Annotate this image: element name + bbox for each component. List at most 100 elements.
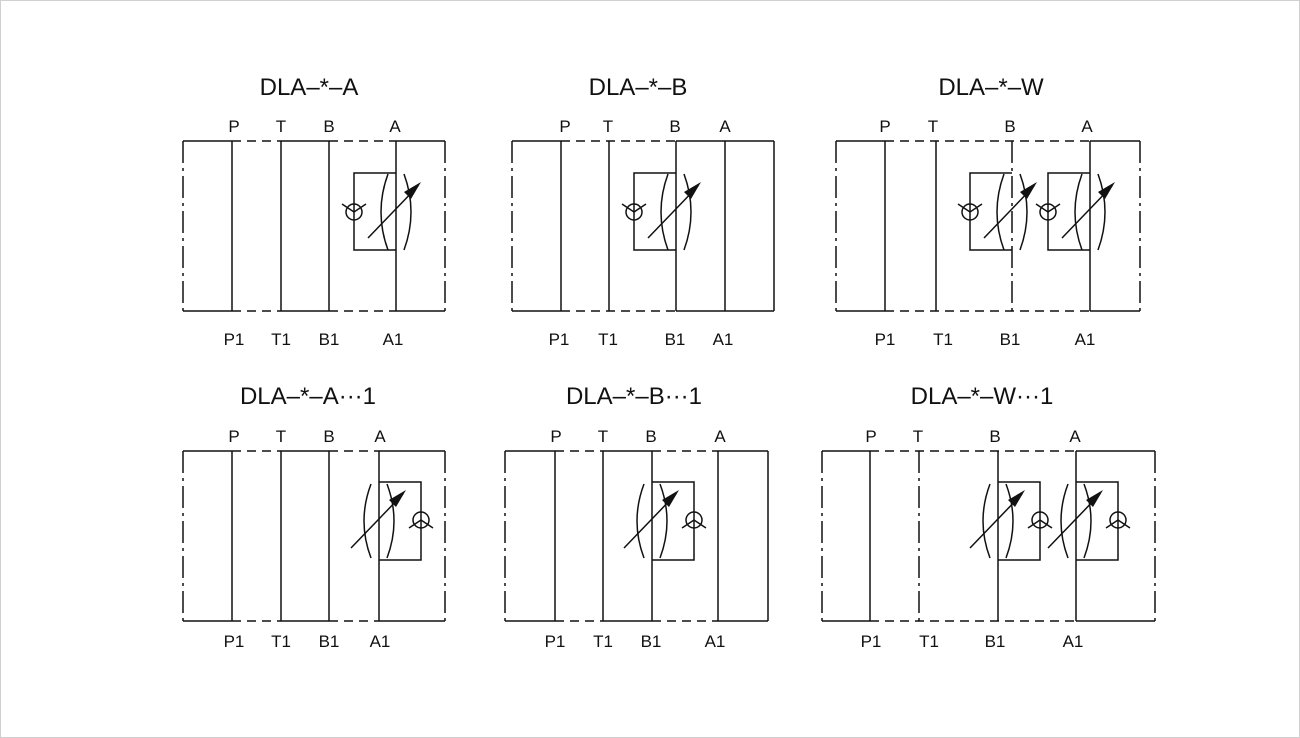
port-label-b1: B1 — [319, 330, 340, 349]
port-label-b: B — [323, 427, 334, 446]
throttle-symbol — [1061, 173, 1115, 251]
throttle-symbol — [647, 173, 701, 251]
port-label-a1: A1 — [1075, 330, 1096, 349]
port-label-b: B — [989, 427, 1000, 446]
dashed-edge — [870, 450, 1076, 622]
solid-edge — [836, 140, 885, 312]
port-label-b1: B1 — [319, 632, 340, 651]
diagram-dla-b-1: DLA–*–B···1 P T B A P1 T1 B1 A1 — [504, 383, 769, 651]
diagram-title: DLA–*–A···1 — [240, 383, 376, 410]
port-label-b1: B1 — [985, 632, 1006, 651]
check-valve-symbol — [1035, 172, 1090, 251]
port-label-t1: T1 — [933, 330, 953, 349]
port-label-t: T — [276, 427, 286, 446]
throttle-symbol — [969, 483, 1025, 559]
port-label-b: B — [645, 427, 656, 446]
port-label-p1: P1 — [861, 632, 882, 651]
port-label-a: A — [1069, 427, 1081, 446]
dashed-edge — [885, 140, 1090, 312]
port-label-t1: T1 — [271, 632, 291, 651]
throttle-symbol — [983, 173, 1037, 251]
dashed-edge — [329, 140, 396, 312]
port-label-a: A — [389, 117, 401, 136]
check-valve-symbol — [621, 172, 676, 251]
solid-edge — [603, 450, 652, 622]
port-label-p1: P1 — [224, 330, 245, 349]
diagram-dla-b: DLA–*–B P T B A P1 T1 B1 A1 — [511, 74, 775, 349]
port-label-a: A — [714, 427, 726, 446]
diagram-title: DLA–*–A — [260, 74, 359, 101]
port-label-b1: B1 — [665, 330, 686, 349]
port-label-p: P — [228, 117, 239, 136]
port-label-p1: P1 — [875, 330, 896, 349]
port-label-t: T — [276, 117, 286, 136]
diagram-dla-a-1: DLA–*–A···1 P T B A P1 T1 B1 A1 — [182, 383, 446, 651]
check-valve-symbol — [652, 481, 707, 561]
port-label-t: T — [928, 117, 938, 136]
port-label-t1: T1 — [271, 330, 291, 349]
port-label-t: T — [598, 427, 608, 446]
port-label-t1: T1 — [598, 330, 618, 349]
port-label-p1: P1 — [549, 330, 570, 349]
port-label-p: P — [879, 117, 890, 136]
check-valve-symbol — [379, 481, 434, 561]
port-label-a1: A1 — [370, 632, 391, 651]
diagram-title: DLA–*–W — [938, 74, 1044, 101]
port-label-b1: B1 — [1000, 330, 1021, 349]
dashed-edge — [232, 140, 281, 312]
solid-edge — [379, 450, 445, 622]
solid-edge — [183, 140, 232, 312]
port-label-a1: A1 — [1063, 632, 1084, 651]
port-label-b1: B1 — [641, 632, 662, 651]
dashed-edge — [232, 450, 281, 622]
solid-edge — [183, 450, 232, 622]
port-label-p: P — [865, 427, 876, 446]
port-label-a: A — [1081, 117, 1093, 136]
port-label-p1: P1 — [545, 632, 566, 651]
diagram-title: DLA–*–W···1 — [911, 383, 1054, 410]
throttle-symbol — [1047, 483, 1103, 559]
solid-edge — [396, 140, 445, 312]
dashed-edge — [555, 450, 603, 622]
throttle-symbol — [350, 483, 406, 559]
solid-edge — [512, 140, 561, 312]
port-label-a1: A1 — [705, 632, 726, 651]
port-label-t: T — [603, 117, 613, 136]
port-label-t1: T1 — [593, 632, 613, 651]
check-valve-symbol — [341, 172, 396, 251]
diagram-dla-w-1: DLA–*–W···1 P T B A P1 T1 B1 A1 — [821, 383, 1156, 651]
port-label-b: B — [669, 117, 680, 136]
port-label-a1: A1 — [383, 330, 404, 349]
dashed-edge — [329, 450, 379, 622]
port-label-p: P — [550, 427, 561, 446]
diagram-dla-w: DLA–*–W P T B A P1 T1 B1 A1 — [835, 74, 1141, 349]
diagram-title: DLA–*–B — [589, 74, 688, 101]
solid-edge — [281, 140, 329, 312]
solid-edge — [822, 450, 870, 622]
throttle-symbol — [623, 483, 679, 559]
solid-edge — [718, 450, 768, 622]
check-valve-symbol — [998, 481, 1053, 561]
port-label-t: T — [913, 427, 923, 446]
solid-edge — [1090, 140, 1140, 312]
dashed-edge — [561, 140, 676, 312]
solid-edge — [281, 450, 329, 622]
port-label-p: P — [228, 427, 239, 446]
throttle-symbol — [367, 173, 421, 251]
solid-edge — [1076, 450, 1155, 622]
check-valve-symbol — [1076, 481, 1131, 561]
dashed-edge — [652, 450, 718, 622]
port-label-p: P — [559, 117, 570, 136]
port-label-a: A — [719, 117, 731, 136]
port-label-t1: T1 — [919, 632, 939, 651]
port-label-p1: P1 — [224, 632, 245, 651]
diagram-title: DLA–*–B···1 — [566, 383, 702, 410]
check-valve-symbol — [957, 172, 1012, 251]
port-label-b: B — [1004, 117, 1015, 136]
diagram-dla-a: DLA–*–A P T B A P1 T1 B1 A1 — [182, 74, 446, 349]
port-label-a1: A1 — [713, 330, 734, 349]
port-label-b: B — [323, 117, 334, 136]
port-label-a: A — [374, 427, 386, 446]
